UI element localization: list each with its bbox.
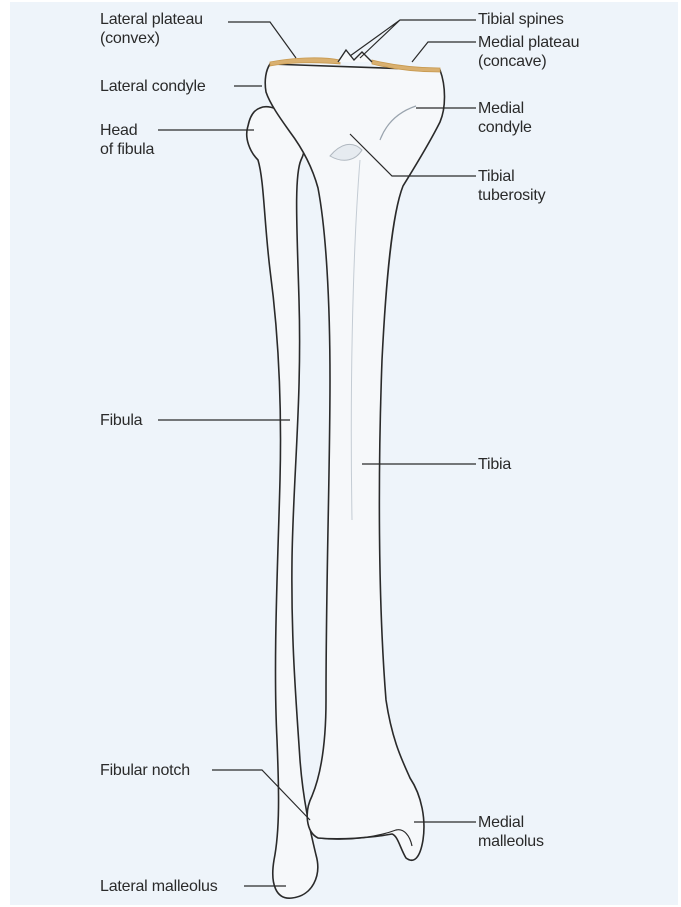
label-lateral-plateau: Lateral plateau (convex)	[100, 10, 203, 48]
fibula-bone	[247, 107, 318, 898]
label-medial-plateau: Medial plateau (concave)	[478, 33, 579, 71]
label-tibial-spines: Tibial spines	[478, 10, 564, 29]
label-medial-condyle: Medial condyle	[478, 99, 532, 137]
fibula-outline	[247, 107, 318, 898]
label-tibial-tuberosity: Tibial tuberosity	[478, 167, 545, 205]
label-fibula: Fibula	[100, 411, 142, 430]
label-head-of-fibula: Head of fibula	[100, 121, 154, 159]
leader-tibial-spines	[350, 20, 476, 58]
label-lateral-condyle: Lateral condyle	[100, 77, 206, 96]
label-fibular-notch: Fibular notch	[100, 761, 190, 780]
label-tibia: Tibia	[478, 455, 511, 474]
label-lateral-malleolus: Lateral malleolus	[100, 877, 218, 896]
label-medial-malleolus: Medial malleolus	[478, 813, 544, 851]
leader-lateral-plateau	[228, 22, 296, 58]
leader-medial-plateau	[412, 42, 476, 62]
